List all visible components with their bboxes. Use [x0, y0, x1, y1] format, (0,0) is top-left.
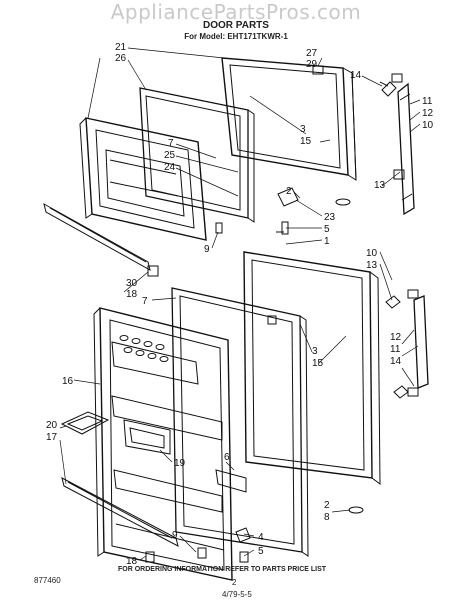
callout-7-upper: 7 — [168, 138, 174, 149]
egg-tray — [119, 335, 169, 362]
callout-6: 6 — [224, 452, 230, 463]
callout-1: 1 — [324, 236, 330, 247]
callout-8: 8 — [324, 512, 330, 523]
watermark: AppliancePartsPros.com — [110, 0, 362, 24]
callout-13-lower: 13 — [366, 260, 378, 271]
callout-2-lower: 2 — [324, 500, 330, 511]
callout-5-upper: 5 — [324, 224, 330, 235]
callout-10-lower: 10 — [366, 248, 378, 259]
callout-11-upper: 11 — [422, 96, 433, 107]
drawing-reference: 877460 — [34, 576, 61, 585]
callout-numbers: 21 26 27 29 14 11 12 10 3 15 7 25 24 2 1… — [46, 42, 434, 567]
model-line: For Model: EHT171TKWR-1 — [184, 32, 288, 41]
callout-26: 26 — [115, 53, 127, 64]
callout-29: 29 — [306, 59, 318, 70]
ordering-note: FOR ORDERING INFORMATION REFER TO PARTS … — [118, 566, 327, 573]
callout-23: 23 — [324, 212, 336, 223]
callout-11-lower: 11 — [390, 344, 401, 355]
callout-24: 24 — [164, 162, 176, 173]
callout-12-lower: 12 — [390, 332, 402, 343]
callout-27: 27 — [306, 48, 318, 59]
freezer-shelf-bar — [43, 203, 151, 271]
leader-lines — [59, 47, 421, 561]
callout-16: 16 — [62, 376, 74, 387]
freezer-door-gasket — [139, 87, 255, 223]
callout-14-upper: 14 — [350, 70, 362, 81]
lower-hinge — [145, 265, 364, 563]
callout-7-lower: 7 — [142, 296, 148, 307]
fresh-food-door-gasket — [171, 287, 309, 557]
callout-30: 30 — [126, 278, 138, 289]
callout-5-lower: 5 — [258, 546, 264, 557]
callout-19: 19 — [174, 458, 186, 469]
callout-20: 20 — [46, 420, 58, 431]
upper-hinge — [215, 65, 389, 235]
callout-15-lower: 15 — [312, 358, 324, 369]
door-frame-piece — [215, 469, 247, 493]
callout-21: 21 — [115, 42, 127, 53]
callout-25: 25 — [164, 150, 176, 161]
upper-handle-assembly — [381, 73, 415, 216]
callout-2-upper: 2 — [286, 186, 292, 197]
freezer-door-liner — [79, 117, 207, 241]
callout-17: 17 — [46, 432, 58, 443]
callout-9-lower: 9 — [172, 530, 178, 541]
callout-3-lower: 3 — [312, 346, 318, 357]
callout-18-lower: 18 — [126, 556, 138, 567]
callout-4: 4 — [258, 532, 264, 543]
callout-3-upper: 3 — [300, 124, 306, 135]
callout-10-upper: 10 — [422, 120, 434, 131]
callout-9-upper: 9 — [204, 244, 210, 255]
print-code: 4/79-5-5 — [222, 590, 252, 599]
dairy-tray — [60, 411, 110, 435]
page-title: DOOR PARTS — [203, 20, 269, 31]
freezer-door-outer-panel — [221, 57, 357, 181]
callout-15-upper: 15 — [300, 136, 312, 147]
door-shelf-bar — [61, 477, 179, 547]
callout-18-upper: 18 — [126, 289, 138, 300]
page-number: 2 — [232, 578, 237, 587]
callout-12-upper: 12 — [422, 108, 434, 119]
callout-14-lower: 14 — [390, 356, 402, 367]
callout-13-upper: 13 — [374, 180, 386, 191]
fresh-food-door-outer-panel — [243, 251, 381, 486]
butter-compartment — [123, 419, 171, 455]
